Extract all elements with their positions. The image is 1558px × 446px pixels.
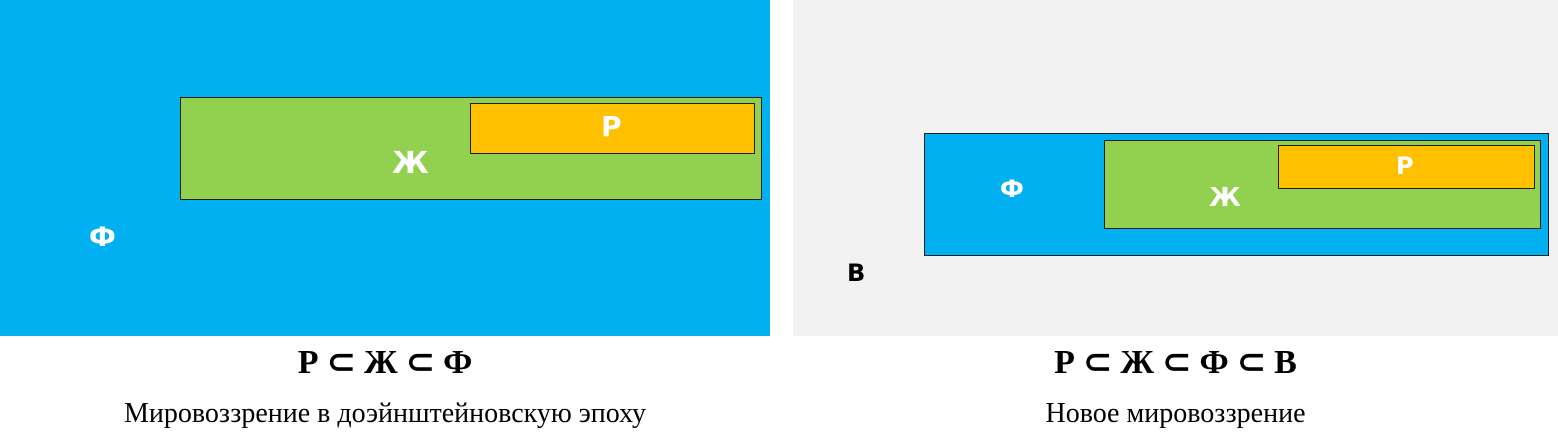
left-set-r-box [470,103,755,154]
right-set-r-box [1278,145,1535,189]
right-label-zh: Ж [1209,183,1241,213]
left-caption: Мировоззрение в доэйнштейновскую эпоху [123,398,647,429]
left-label-r: Р [601,110,622,143]
left-label-zh: Ж [392,146,429,181]
right-label-f: Ф [1000,175,1024,203]
left-label-f: Ф [89,222,116,253]
left-formula: Р ⊂ Ж ⊂ Ф [297,344,473,381]
right-formula: Р ⊂ Ж ⊂ Ф ⊂ В [1054,344,1297,381]
right-caption: Новое мировоззрение [1045,398,1306,429]
right-label-r: Р [1396,152,1414,180]
right-label-v: В [847,259,866,287]
